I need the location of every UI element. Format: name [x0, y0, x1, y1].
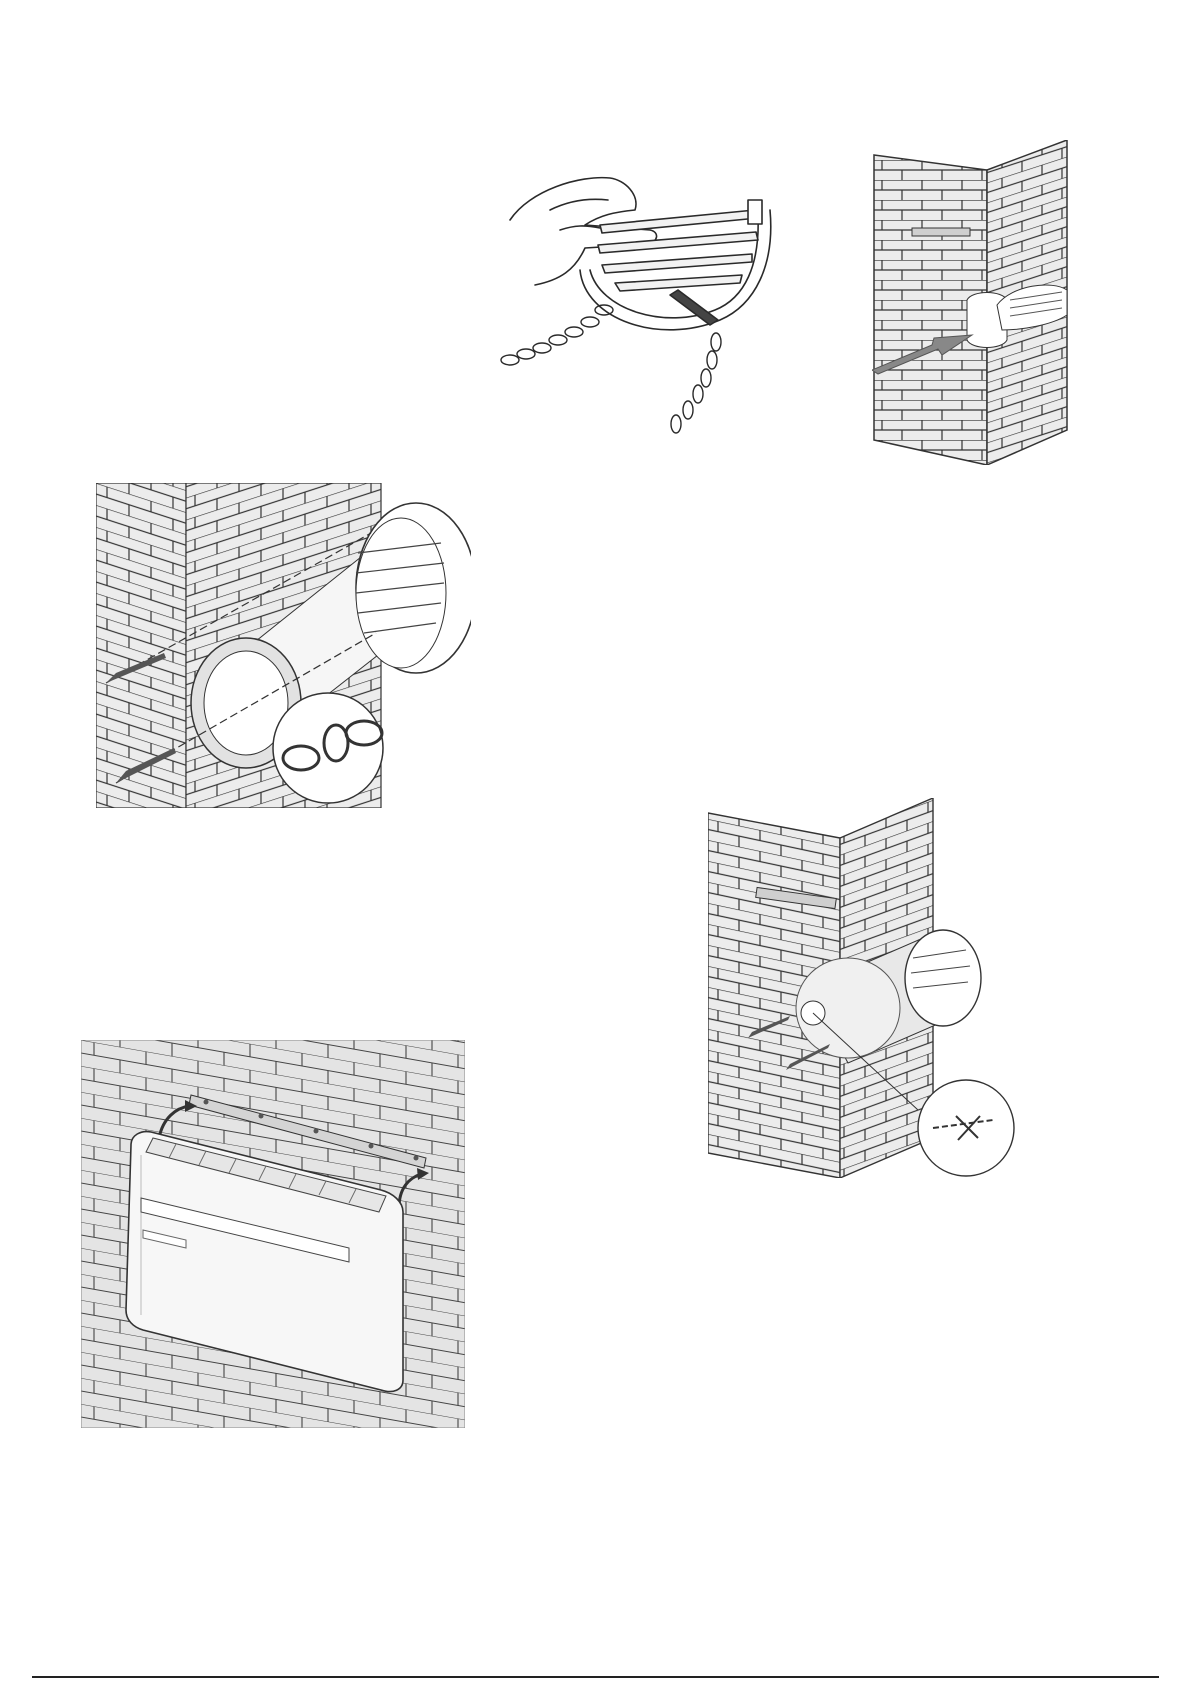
wall-tube-chain-illustration [96, 483, 471, 808]
footer-rule [32, 1676, 1159, 1678]
wall-tube-chain-cut-illustration [708, 798, 1038, 1178]
figure-wall-tube-chain-cut [708, 798, 1038, 1178]
figure-wall-tube-chain [96, 483, 471, 808]
wall-corner-grille-insert-illustration [872, 140, 1072, 465]
figure-unit-mounting [81, 1040, 465, 1428]
figure-wall-corner-grille [872, 140, 1072, 465]
figure-grille-chain [490, 170, 810, 440]
unit-wall-mounting-illustration [81, 1040, 465, 1428]
hand-grille-chain-illustration [490, 170, 810, 440]
